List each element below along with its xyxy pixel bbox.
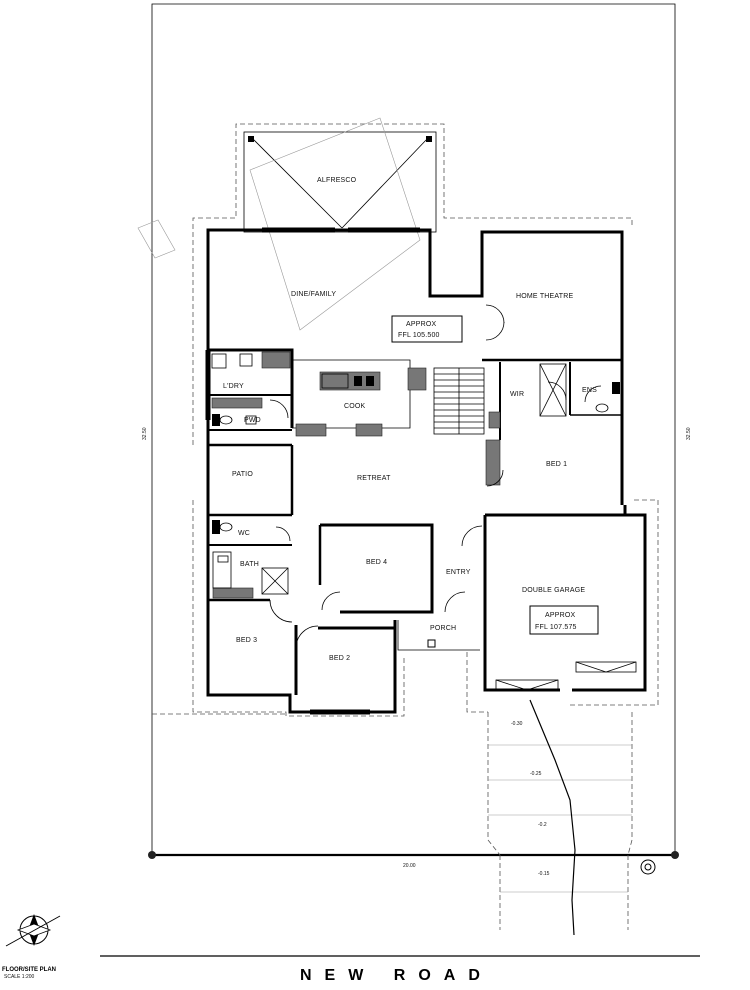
label-bath: BATH [240, 561, 259, 568]
house-floor-level: APPROX FFL 105.500 [391, 315, 463, 343]
fittings [211, 351, 620, 599]
north-arrow-icon [5, 914, 61, 947]
plan-scale: SCALE 1:200 [4, 974, 35, 980]
label-bed4: BED 4 [366, 559, 387, 566]
garage-ffl-value: FFL 107.575 [535, 624, 577, 631]
garage-floor-level: APPROX FFL 107.575 [529, 605, 599, 635]
label-ens: ENS [582, 387, 597, 394]
driveway-level-4: -0.15 [538, 871, 550, 877]
house-ffl-value: FFL 105.500 [398, 332, 440, 339]
label-retreat: RETREAT [357, 475, 391, 482]
driveway-level-1: -0.30 [511, 721, 523, 727]
porch-area [397, 620, 480, 651]
label-bed3: BED 3 [236, 637, 257, 644]
dimension-right-side: 32.50 [686, 427, 692, 440]
plan-title: FLOOR/SITE PLAN [2, 967, 56, 973]
road-name: NEW ROAD [300, 967, 493, 984]
garage-approx-label: APPROX [545, 612, 576, 619]
label-bed2: BED 2 [329, 655, 350, 662]
label-dine-family: DINE/FAMILY [291, 291, 336, 298]
label-home-theatre: HOME THEATRE [516, 293, 573, 300]
alfresco-area [137, 117, 437, 331]
site-boundary [148, 3, 679, 875]
label-porch: PORCH [430, 625, 456, 632]
garage-walls [483, 505, 647, 692]
eaves-outline [152, 123, 659, 717]
label-bed1: BED 1 [546, 461, 567, 468]
interior-walls [208, 348, 622, 695]
label-double-garage: DOUBLE GARAGE [522, 587, 585, 594]
label-patio: PATIO [232, 471, 253, 478]
driveway [487, 699, 633, 936]
label-ldry: L'DRY [223, 383, 244, 390]
label-wc: WC [238, 530, 250, 537]
label-alfresco: ALFRESCO [317, 177, 357, 184]
label-pwd: PWD [244, 417, 261, 424]
house-walls [205, 227, 624, 715]
dimension-frontage: 20.00 [403, 863, 416, 869]
doors [269, 304, 602, 649]
driveway-level-2: -0.25 [530, 771, 542, 777]
stair-treads [433, 367, 485, 435]
label-entry: ENTRY [446, 569, 471, 576]
label-cook: COOK [344, 403, 366, 410]
house-approx-label: APPROX [406, 321, 437, 328]
driveway-level-3: -0.2 [538, 822, 547, 828]
dimension-left-side: 32.50 [142, 427, 148, 440]
label-wir: WIR [510, 391, 524, 398]
